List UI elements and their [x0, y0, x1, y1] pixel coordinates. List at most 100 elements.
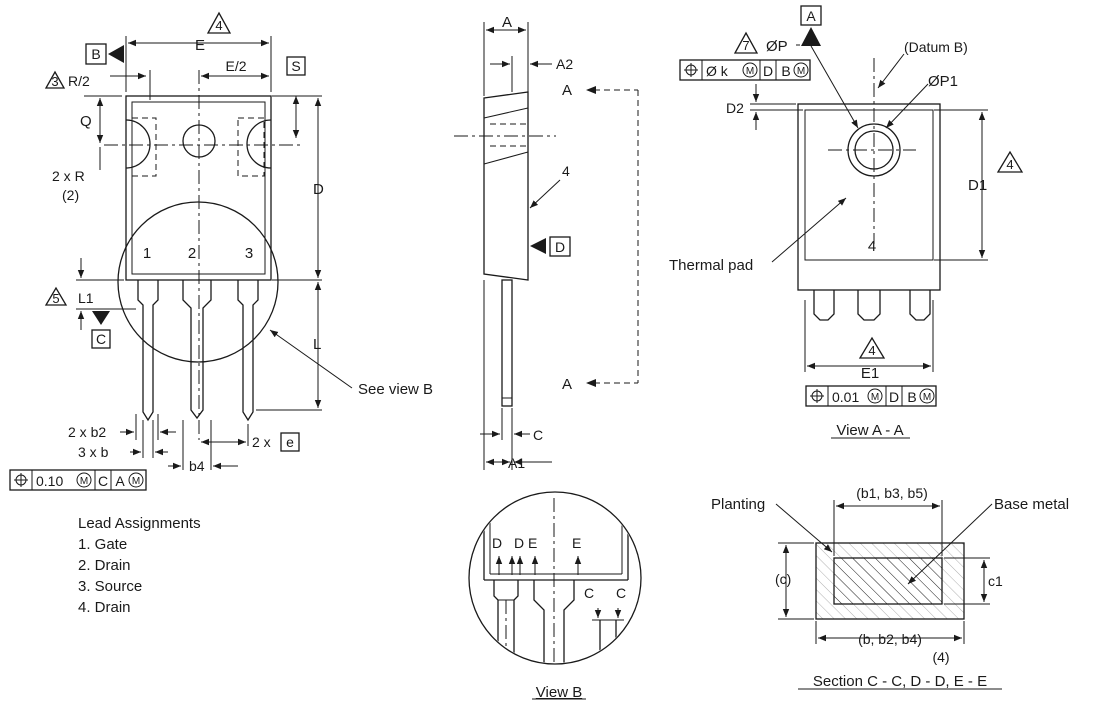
fcf-bottom-ref-b: B	[907, 389, 916, 405]
view-aa-hole-outer	[847, 123, 901, 177]
lead-assignment-1: 1. Gate	[78, 536, 127, 553]
datum-s-box: S	[291, 58, 300, 74]
section-a-top: A	[562, 82, 572, 99]
view-a-a: 4 A 7 ØP (Datum B) ØP1 Ø k M D B	[669, 5, 1024, 439]
feature-control-frame-hole: Ø k M D B M	[679, 59, 811, 81]
dim-2xb2: 2 x b2	[68, 424, 106, 440]
datum-d-box: D	[555, 239, 565, 255]
feature-control-frame-leads: 0.10 M C A M	[9, 469, 147, 491]
side-body	[483, 91, 529, 281]
fcf-bottom-ref-d: D	[889, 389, 899, 405]
dim-2xe: 2 x	[252, 434, 271, 450]
dim-d: D	[313, 181, 324, 198]
view-b-callout-circle	[117, 201, 279, 363]
note-4-marker: 4	[215, 18, 222, 33]
side-view: A A2 4 D A A C A1	[454, 14, 639, 471]
svg-text:M: M	[132, 476, 140, 487]
pin-1-label: 1	[143, 245, 151, 262]
svg-text:M: M	[80, 476, 88, 487]
view-b-title: View B	[536, 684, 582, 701]
dim-d1: D1	[968, 177, 987, 194]
dim-e1: E1	[861, 365, 879, 382]
dim-op1: ØP1	[928, 73, 958, 90]
view-b-label-e2: E	[572, 535, 581, 551]
pin-3-label: 3	[245, 245, 253, 262]
side-dim-a1: A1	[508, 455, 525, 471]
thermal-pad-outline	[804, 109, 934, 261]
view-b: D D E E C C View B	[468, 491, 642, 701]
pin-2-label: 2	[188, 245, 196, 262]
note-4a-marker: 4	[1006, 157, 1013, 172]
section-base-metal	[834, 558, 942, 604]
dim-l: L	[313, 336, 321, 353]
lead-assignment-4: 4. Drain	[78, 599, 131, 616]
leads	[137, 280, 259, 422]
fcf-bottom-value: 0.01	[832, 389, 859, 405]
dim-d2: D2	[726, 100, 744, 116]
datum-c-box: C	[96, 331, 106, 347]
note-5-marker: 5	[52, 291, 59, 306]
fcf-top-ref-b: B	[781, 63, 790, 79]
see-view-b-label: See view B	[358, 381, 433, 398]
view-b-circle	[468, 491, 642, 665]
mounting-hole	[182, 124, 216, 158]
dim-e-box: e	[286, 434, 294, 450]
view-aa-title: View A - A	[836, 422, 903, 439]
view-b-label-e1: E	[528, 535, 537, 551]
dim-l1: L1	[78, 290, 94, 306]
front-view: 1 2 3 E 4 B E/2 S 3 R/2 Q 2 x R	[9, 11, 433, 491]
note-3-marker: 3	[51, 74, 58, 89]
section-note-4: (4)	[932, 649, 949, 665]
feature-control-frame-pad: 0.01 M D B M	[805, 385, 937, 407]
dim-3xb: 3 x b	[78, 444, 109, 460]
dim-e-half: E/2	[225, 58, 246, 74]
datum-b-box: B	[91, 46, 100, 62]
svg-text:M: M	[923, 392, 931, 403]
section-planting-label: Planting	[711, 496, 765, 513]
dim-2xr-note: (2)	[62, 187, 79, 203]
view-b-label-d2: D	[514, 535, 524, 551]
dim-2xr: 2 x R	[52, 168, 85, 184]
svg-text:M: M	[871, 392, 879, 403]
view-b-label-c1: C	[584, 585, 594, 601]
view-b-label-c2: C	[616, 585, 626, 601]
dim-q: Q	[80, 113, 92, 130]
svg-text:M: M	[797, 66, 805, 77]
section-view: (b1, b3, b5) Planting Base metal (c) c1 …	[711, 485, 1069, 690]
note-7-marker: 7	[742, 38, 749, 53]
view-aa-hole-inner	[854, 130, 894, 170]
side-dim-a: A	[502, 14, 512, 31]
dim-op: ØP	[766, 38, 788, 55]
section-base-metal-label: Base metal	[994, 496, 1069, 513]
dim-e: E	[195, 37, 205, 54]
datum-a-box: A	[806, 8, 816, 24]
section-a-bottom: A	[562, 376, 572, 393]
lead-assignment-3: 3. Source	[78, 578, 142, 595]
svg-text:M: M	[746, 66, 754, 77]
dim-r-half: R/2	[68, 73, 90, 89]
side-dim-c: C	[533, 427, 543, 443]
fcf-top-value: Ø k	[706, 63, 729, 79]
note-4b-marker: 4	[868, 343, 875, 358]
section-b1-b3-b5: (b1, b3, b5)	[856, 485, 928, 501]
fcf-value: 0.10	[36, 473, 63, 489]
fcf-top-ref-d: D	[763, 63, 773, 79]
lead-assignments-title: Lead Assignments	[78, 515, 201, 532]
datum-b-label: (Datum B)	[904, 39, 968, 55]
section-dim-c1: c1	[988, 573, 1003, 589]
thermal-pad-label: Thermal pad	[669, 257, 753, 274]
dim-b4: b4	[189, 458, 205, 474]
fcf-ref-a: A	[115, 473, 125, 489]
view-aa-body	[797, 103, 941, 291]
view-aa-label-4: 4	[868, 238, 876, 255]
fcf-ref-c: C	[98, 473, 108, 489]
section-title: Section C - C, D - D, E - E	[813, 673, 987, 690]
side-dim-a2: A2	[556, 56, 573, 72]
lead-assignment-2: 2. Drain	[78, 557, 131, 574]
lead-assignments: Lead Assignments 1. Gate 2. Drain 3. Sou…	[78, 515, 201, 616]
side-label-4: 4	[562, 163, 570, 179]
section-dim-c: (c)	[775, 571, 791, 587]
view-b-label-d1: D	[492, 535, 502, 551]
